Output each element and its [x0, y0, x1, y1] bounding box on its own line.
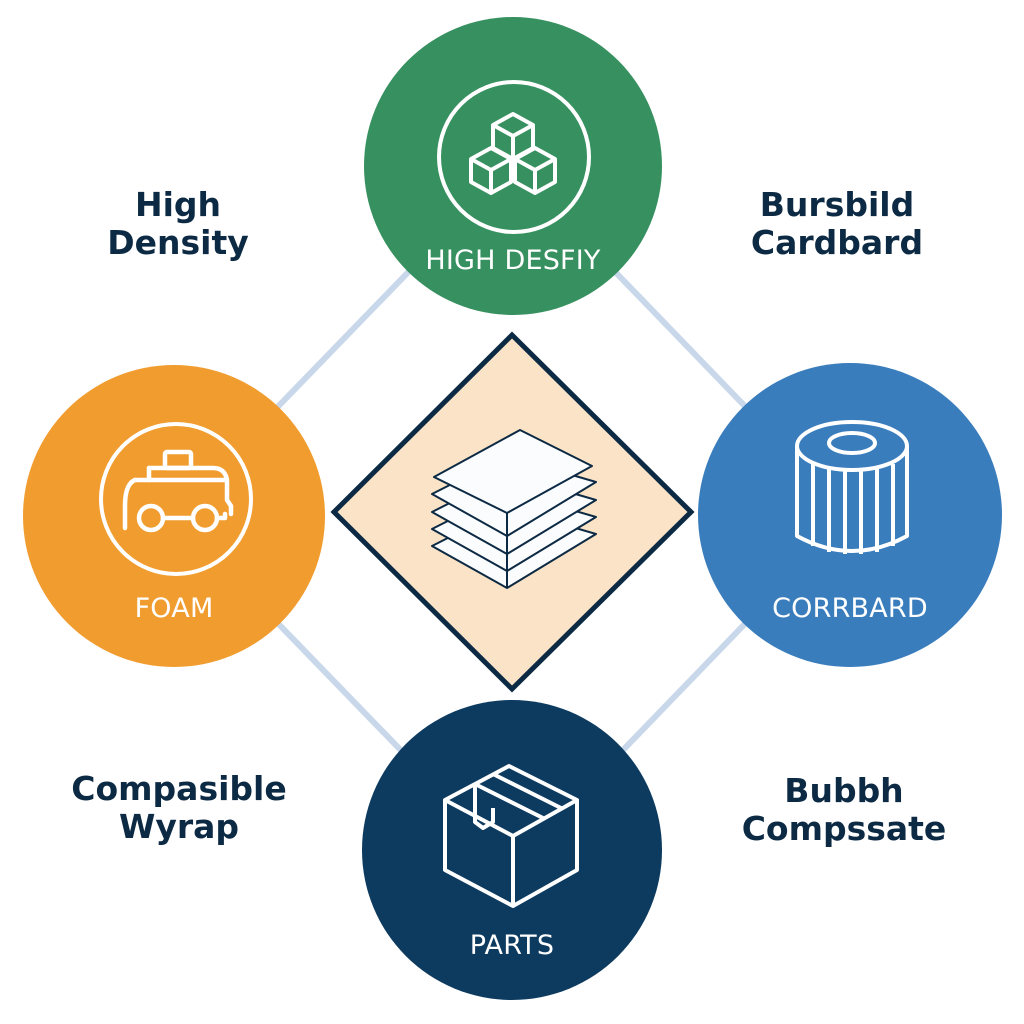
node-left: FOAM — [23, 365, 325, 667]
box-icon — [443, 764, 579, 908]
side-label-top-left: High Density — [107, 185, 249, 262]
icon-ring — [99, 422, 253, 576]
node-top: HIGH DESFIY — [364, 17, 662, 315]
side-label-bottom-right: Bubbh Compssate — [741, 771, 947, 848]
cubes-icon — [469, 112, 557, 195]
roll-icon — [795, 420, 909, 554]
side-label-bottom-left: Compasible Wyrap — [71, 769, 287, 846]
node-right: CORRBARD — [698, 363, 1002, 667]
node-bottom: PARTS — [362, 700, 662, 1000]
side-label-top-right: Bursbild Cardbard — [750, 185, 924, 262]
node-top-label: HIGH DESFIY — [425, 245, 601, 276]
stacked-sheets-icon — [431, 429, 597, 589]
node-right-label: CORRBARD — [772, 593, 928, 624]
node-left-label: FOAM — [134, 593, 214, 624]
node-bottom-label: PARTS — [469, 930, 555, 961]
vehicle-icon — [122, 449, 234, 533]
icon-ring — [437, 80, 591, 234]
